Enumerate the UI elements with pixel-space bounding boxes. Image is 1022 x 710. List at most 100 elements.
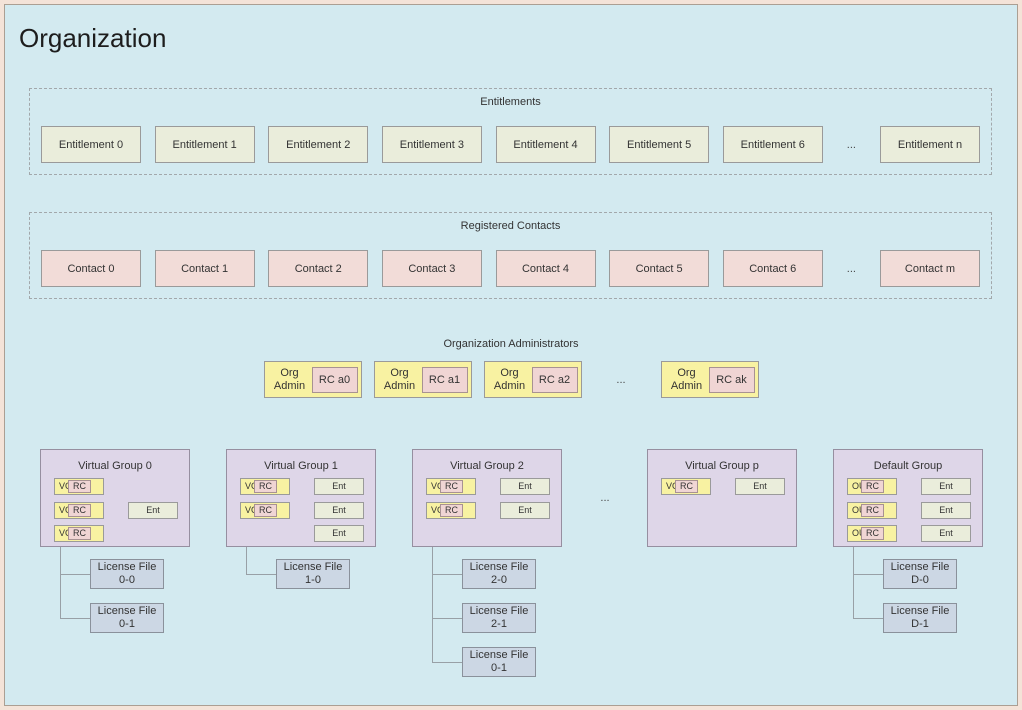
group-title: Virtual Group 2 (450, 460, 524, 472)
license-file-id: 0-1 (491, 662, 507, 674)
entitlement-box: Entitlement 6 (722, 126, 823, 163)
group-title: Virtual Group p (685, 460, 759, 472)
rc-chip: RC (68, 504, 91, 517)
rc-chip: RC (440, 480, 463, 493)
contact-box: Contact 6 (722, 250, 823, 287)
license-file-label: License File (469, 561, 529, 573)
vga-box: VGARC (240, 478, 290, 495)
group-box: Virtual Group p VGARC Ent (647, 449, 797, 547)
rc-chip: RC (440, 504, 463, 517)
group-box: Virtual Group 2VGARCVGURCEntEnt (412, 449, 562, 547)
license-file-id: 0-0 (119, 574, 135, 586)
rc-chip: RC (675, 480, 698, 493)
license-file-id: 2-0 (491, 574, 507, 586)
ent-box: Ent (314, 478, 364, 495)
ent-box: Ent (314, 502, 364, 519)
rc-chip: RC a2 (531, 367, 578, 393)
rc-chip: RC ak (708, 367, 755, 393)
contact-box: Contact 1 (154, 250, 255, 287)
license-file-label: License File (890, 561, 950, 573)
connector-line (853, 574, 883, 575)
connector-line (432, 574, 462, 575)
ellipsis: ... (616, 373, 626, 386)
license-file-label: License File (283, 561, 343, 573)
rc-chip: RC (68, 527, 91, 540)
license-file-label: License File (469, 605, 529, 617)
ent-box: Ent (921, 525, 971, 542)
page-title: Organization (19, 23, 167, 53)
rc-chip: RC a1 (421, 367, 468, 393)
license-file-label: License File (97, 561, 157, 573)
license-file-label: License File (469, 649, 529, 661)
vga-box: VGARC (426, 478, 476, 495)
license-file-id: 0-1 (119, 618, 135, 630)
connector-line (246, 574, 276, 575)
ent-box: Ent (500, 502, 550, 519)
ent-box: Ent (735, 478, 785, 495)
rc-chip: RC (254, 504, 277, 517)
rc-chip: RC a0 (311, 367, 358, 393)
vgu-box: VGURC (54, 502, 104, 519)
group-title: Default Group (873, 460, 943, 472)
contact-box: Contact 5 (609, 250, 710, 287)
entitlement-box: Entitlement 3 (381, 126, 482, 163)
vga-box: VGARC (661, 478, 711, 495)
ent-box: Ent (921, 502, 971, 519)
group-box: Virtual Group 1VGARCVGARCEntEntEnt (226, 449, 376, 547)
connector-line (853, 547, 854, 618)
contact-box: Contact m (880, 250, 980, 287)
vga-box: VGARC (240, 502, 290, 519)
org-admin-role: Org Admin (670, 366, 703, 392)
license-file-label: License File (890, 605, 950, 617)
ellipsis: ... (600, 492, 610, 504)
license-file-label: License File (97, 605, 157, 617)
connector-line (60, 547, 61, 618)
connector-line (432, 547, 433, 662)
license-file-id: 2-1 (491, 618, 507, 630)
contacts-row: Contact 0 Contact 1 Contact 2 Contact 3 Cont… (41, 250, 980, 287)
group-title: Virtual Group 0 (78, 460, 152, 472)
group-box: Virtual Group 0VGARCVGURCVGURCEnt (40, 449, 190, 547)
vgu-box: VGURC (54, 525, 104, 542)
contact-box: Contact 3 (381, 250, 482, 287)
org-admin-role: Org Admin (273, 366, 306, 392)
ent-box: Ent (128, 502, 178, 519)
org-admin-role: Org Admin (493, 366, 526, 392)
ent-box: Ent (921, 478, 971, 495)
contact-box: Contact 0 (41, 250, 141, 287)
rc-chip: RC (861, 504, 884, 517)
rc-chip: RC (861, 527, 884, 540)
registered-contacts-label: Registered Contacts (460, 220, 561, 232)
vgu-box: VGURC (426, 502, 476, 519)
org-admin-role: Org Admin (383, 366, 416, 392)
ent-box: Ent (500, 478, 550, 495)
contact-box: Contact 2 (268, 250, 369, 287)
connector-line (60, 618, 90, 619)
rc-chip: RC (254, 480, 277, 493)
entitlement-box: Entitlement n (880, 126, 980, 163)
entitlement-box: Entitlement 2 (268, 126, 369, 163)
entitlement-box: Entitlement 1 (154, 126, 255, 163)
ent-box: Ent (314, 525, 364, 542)
entitlement-box: Entitlement 4 (495, 126, 596, 163)
entitlement-box: Entitlement 5 (609, 126, 710, 163)
license-file-id: D-0 (911, 574, 929, 586)
org-administrators-label: Organization Administrators (443, 338, 579, 350)
group-title: Virtual Group 1 (264, 460, 338, 472)
